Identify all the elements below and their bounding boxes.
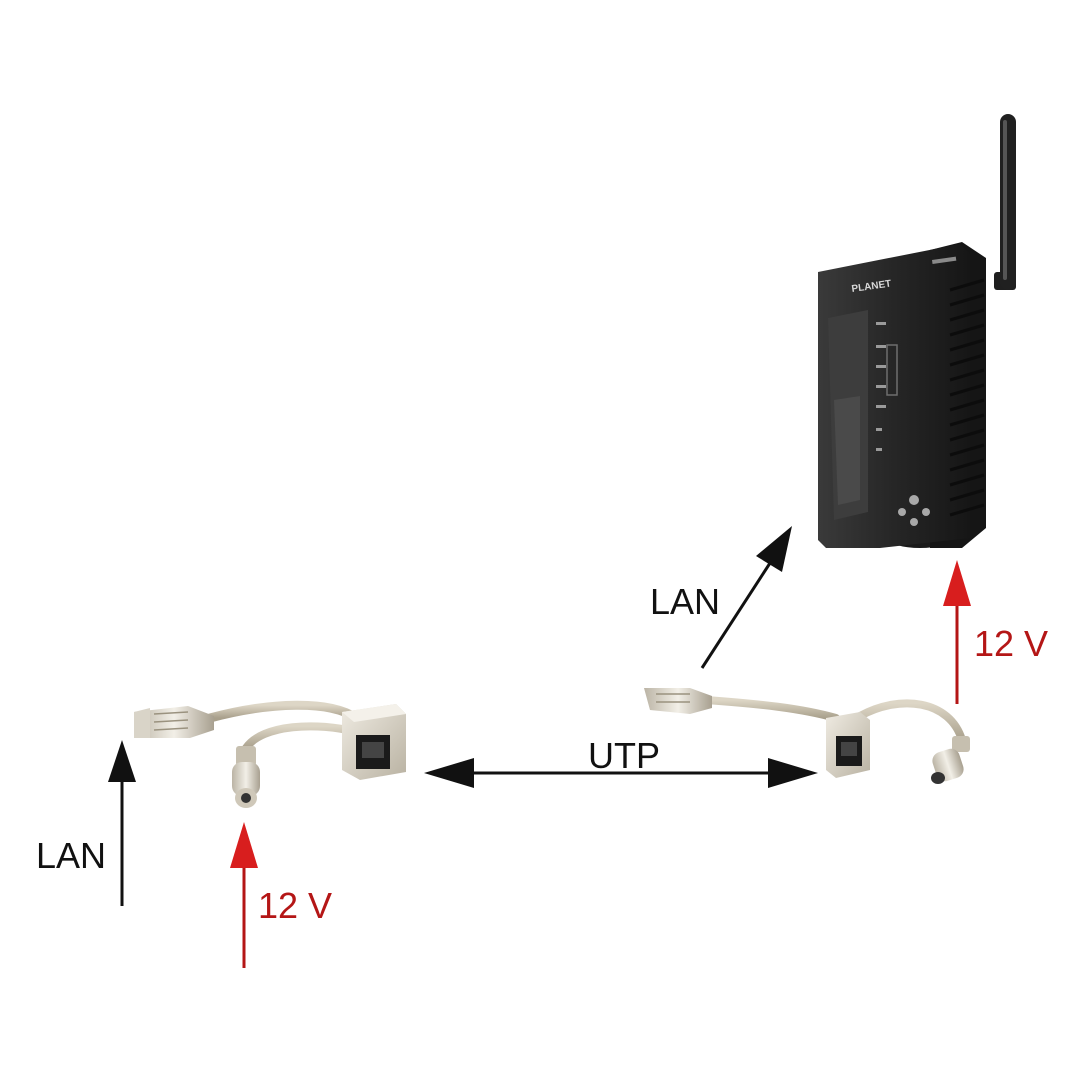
dc-plug-left-icon: [232, 746, 260, 808]
dc-cable-left: [242, 722, 360, 752]
lan-cable-left: [205, 700, 361, 723]
splitter-box-right: [826, 712, 870, 778]
router-vents: [949, 278, 985, 517]
utp-double-arrow: [424, 758, 818, 788]
lan-cable-right: [702, 696, 840, 722]
dc-cable-right: [856, 699, 966, 744]
lan-label-right: LAN: [650, 581, 721, 622]
router-logo-icon: [898, 495, 930, 526]
voltage-label-left: 12 V: [258, 885, 333, 926]
poe-injector-left: [134, 700, 406, 808]
lan-arrow-left: [108, 740, 136, 906]
utp-label: UTP: [588, 735, 660, 776]
rj45-plug-left-icon: [134, 706, 214, 738]
poe-splitter-right: [644, 688, 970, 784]
lan-arrow-right: [700, 526, 792, 669]
voltage-label-right: 12 V: [974, 623, 1049, 664]
rj45-plug-right-icon: [644, 688, 712, 714]
wireless-router: PLANET: [818, 114, 1016, 548]
power-arrow-right: [943, 560, 971, 704]
lan-label-left: LAN: [36, 835, 107, 876]
injector-box-left: [342, 704, 406, 780]
dc-plug-right-icon: [931, 736, 970, 784]
status-leds: [876, 322, 898, 451]
router-model-mark: [932, 256, 957, 264]
antenna-icon: [994, 114, 1016, 290]
power-arrow-left: [230, 822, 258, 968]
